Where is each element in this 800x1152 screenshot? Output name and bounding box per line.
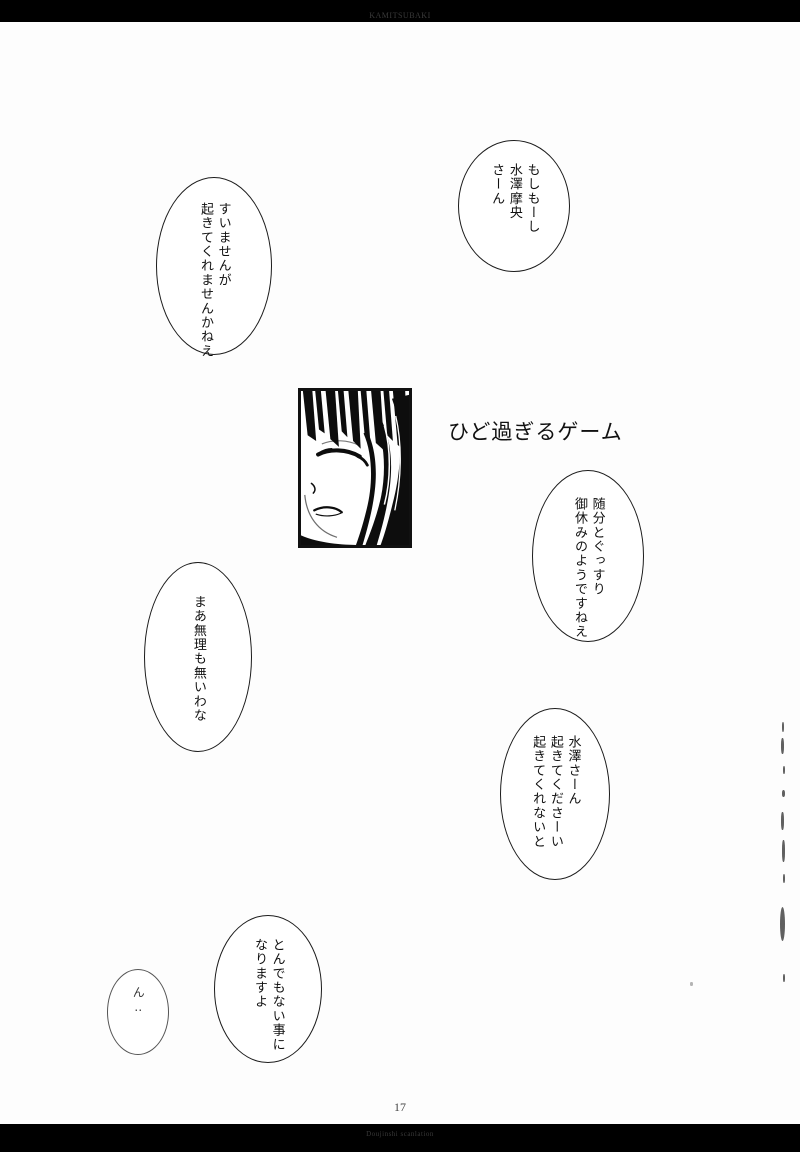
balloon-line: 起きてくれないと xyxy=(530,735,546,849)
balloon-line: まあ無理も無いわな xyxy=(190,595,206,723)
speech-balloon-zuibun: 随分とぐっすり 御休みのようですねえ xyxy=(532,470,644,642)
scan-artifact xyxy=(782,790,785,797)
balloon-line: もしもーし xyxy=(524,163,540,234)
scan-artifact xyxy=(783,874,785,883)
speech-balloon-n: ん‥ xyxy=(107,969,169,1055)
scan-artifact xyxy=(780,907,785,941)
scan-bar-top: KAMITSUBAKI xyxy=(0,0,800,22)
balloon-line: 起きてくださーい xyxy=(547,735,563,849)
page-number: 17 xyxy=(394,1100,406,1114)
scan-artifact xyxy=(783,974,785,982)
scan-artifact xyxy=(781,738,784,754)
speech-balloon-okite: 水澤さーん 起きてくださーい 起きてくれないと xyxy=(500,708,610,880)
balloon-line: ん‥ xyxy=(131,986,146,1016)
scan-artifact xyxy=(781,812,784,830)
balloon-text-block: 水澤さーん 起きてくださーい 起きてくれないと xyxy=(529,735,582,849)
speech-balloon-moshimoshi: もしもーし 水澤摩央 さーん xyxy=(458,140,570,272)
balloon-line: 水澤摩央 xyxy=(506,163,522,220)
balloon-line: さーん xyxy=(489,163,505,206)
paper-sheet: もしもーし 水澤摩央 さーん すいませんが 起きてくれませんかねえ ひど過ぎるゲ… xyxy=(0,22,800,1124)
scan-artifact xyxy=(782,722,784,732)
sleeping-girl-panel xyxy=(298,388,412,548)
speech-balloon-tondemonai: とんでもない事に なりますよ xyxy=(214,915,322,1063)
scan-artifact xyxy=(690,982,693,986)
balloon-line: 随分とぐっすり xyxy=(589,497,605,597)
balloon-line: 水澤さーん xyxy=(565,735,581,806)
speech-balloon-suimasenga: すいませんが 起きてくれませんかねえ xyxy=(156,177,272,358)
balloon-text-block: 随分とぐっすり 御休みのようですねえ xyxy=(570,497,605,639)
balloon-line: なりますよ xyxy=(252,938,267,1009)
sleeping-girl-artwork xyxy=(301,391,409,545)
balloon-line: 御休みのようですねえ xyxy=(572,497,587,639)
scan-artifact xyxy=(783,766,785,774)
scan-bar-bottom: Doujinshi scanlation xyxy=(0,1124,800,1152)
balloon-text-block: すいませんが 起きてくれませんかねえ xyxy=(196,202,231,358)
balloon-text-block: ん‥ xyxy=(130,986,147,1016)
balloon-text-block: もしもーし 水澤摩央 さーん xyxy=(488,163,541,234)
scan-artifact xyxy=(782,840,785,862)
balloon-line: とんでもない事に xyxy=(269,938,285,1052)
page-title: ひど過ぎるゲーム xyxy=(448,420,623,444)
balloon-line: すいませんが xyxy=(215,202,231,288)
scan-header-text: KAMITSUBAKI xyxy=(369,11,431,20)
balloon-text-block: とんでもない事に なりますよ xyxy=(250,938,285,1052)
balloon-text-block: まあ無理も無いわな xyxy=(189,595,207,723)
speech-balloon-muri: まあ無理も無いわな xyxy=(144,562,252,752)
balloon-line: 起きてくれませんかねえ xyxy=(198,202,213,359)
scan-footer-text: Doujinshi scanlation xyxy=(366,1130,434,1138)
